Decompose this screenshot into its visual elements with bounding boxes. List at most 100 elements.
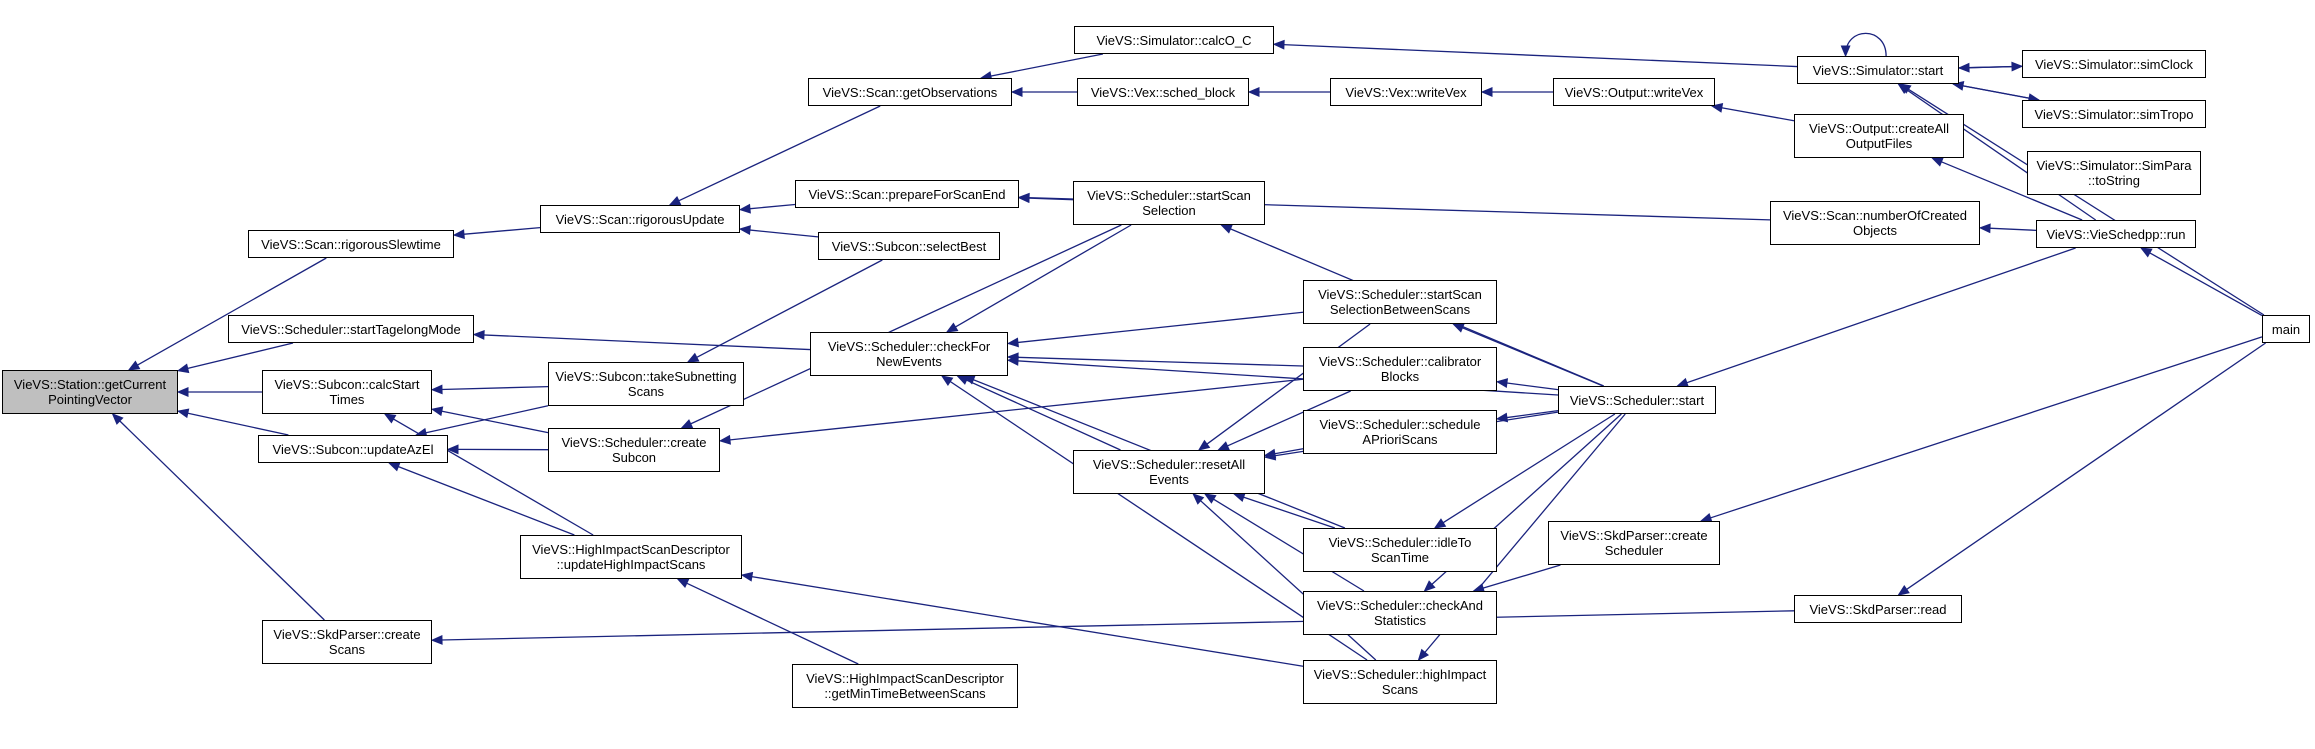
edge-6 [482, 334, 811, 351]
edge-arrowhead-19 [718, 434, 731, 445]
node-calc-start-times[interactable]: VieVS::Subcon::calcStart Times [262, 370, 432, 414]
edge-5 [462, 227, 541, 235]
node-idle-to[interactable]: VieVS::Scheduler::idleTo ScanTime [1303, 528, 1497, 572]
node-prepare-for-scan-end[interactable]: VieVS::Scan::prepareForScanEnd [795, 180, 1019, 208]
edge-arrowhead-54 [1897, 584, 1910, 596]
node-schedule-apriori[interactable]: VieVS::Scheduler::schedule APrioriScans [1303, 410, 1497, 454]
node-number-of-created[interactable]: VieVS::Scan::numberOfCreated Objects [1770, 201, 1980, 245]
edge-arrowhead-55 [1840, 45, 1851, 58]
edge-arrowhead-57 [1897, 83, 1910, 95]
node-write-vex[interactable]: VieVS::Vex::writeVex [1330, 78, 1482, 106]
edge-arrowhead-1 [176, 363, 190, 374]
edge-arrowhead-31 [940, 375, 954, 386]
node-output-write-vex[interactable]: VieVS::Output::writeVex [1553, 78, 1715, 106]
node-rigorous-update[interactable]: VieVS::Scan::rigorousUpdate [540, 205, 740, 233]
edge-arrowhead-12 [387, 462, 401, 472]
edge-26 [954, 224, 1132, 329]
node-skd-read[interactable]: VieVS::SkdParser::read [1794, 595, 1962, 623]
edge-arrowhead-14 [668, 196, 682, 206]
edge-arrowhead-0 [127, 360, 141, 371]
edge-arrowhead-38 [1192, 493, 1205, 505]
node-create-all-output-files[interactable]: VieVS::Output::createAll OutputFiles [1794, 114, 1964, 158]
node-check-for-new-events[interactable]: VieVS::Scheduler::checkFor NewEvents [810, 332, 1008, 376]
edge-10 [424, 405, 549, 434]
node-update-az-el[interactable]: VieVS::Subcon::updateAzEl [258, 435, 448, 463]
edge-22 [989, 53, 1104, 77]
edge-arrowhead-33 [1197, 439, 1211, 451]
edge-33 [1205, 323, 1371, 446]
edge-64 [2148, 251, 2263, 317]
node-get-min-time[interactable]: VieVS::HighImpactScanDescriptor ::getMin… [792, 664, 1018, 708]
node-sim-para-to-string[interactable]: VieVS::Simulator::SimPara ::toString [2027, 151, 2201, 195]
node-skd-create-scheduler[interactable]: VieVS::SkdParser::create Scheduler [1548, 521, 1720, 565]
edge-45 [1505, 410, 1559, 419]
edge-18 [689, 224, 1122, 425]
node-update-high-impact[interactable]: VieVS::HighImpactScanDescriptor ::update… [520, 535, 742, 579]
node-simulator-start[interactable]: VieVS::Simulator::start [1797, 56, 1959, 84]
edge-arrowhead-18 [680, 419, 694, 429]
edge-arrowhead-2 [176, 387, 189, 397]
edge-arrowhead-21 [740, 571, 754, 582]
edge-arrowhead-8 [430, 406, 444, 417]
edge-20 [685, 582, 859, 665]
edge-15 [748, 203, 796, 210]
node-calc-o--c[interactable]: VieVS::Simulator::calcO_C [1074, 26, 1274, 54]
edge-38 [1199, 499, 1377, 661]
edge-arrowhead-27 [1006, 337, 1019, 348]
edge-52 [1481, 564, 1561, 590]
edge-35 [1273, 448, 1304, 455]
node-sim-tropo[interactable]: VieVS::Simulator::simTropo [2022, 100, 2206, 128]
edge-arrowhead-32 [1006, 355, 1019, 366]
node-get-observations[interactable]: VieVS::Scan::getObservations [808, 78, 1012, 106]
node-start-scan-selection[interactable]: VieVS::Scheduler::startScan Selection [1073, 181, 1265, 225]
node-high-impact-scans[interactable]: VieVS::Scheduler::highImpact Scans [1303, 660, 1497, 704]
edge-43 [1461, 326, 1604, 387]
node-start-scan-between[interactable]: VieVS::Scheduler::startScan SelectionBet… [1303, 280, 1497, 324]
node-sched-block[interactable]: VieVS::Vex::sched_block [1077, 78, 1249, 106]
edge-37 [1212, 498, 1365, 592]
edge-arrowhead-15 [738, 203, 751, 214]
node-take-subnetting[interactable]: VieVS::Subcon::takeSubnetting Scans [548, 362, 744, 406]
node-create-subcon[interactable]: VieVS::Scheduler::create Subcon [548, 428, 720, 472]
edge-arrowhead-16 [738, 225, 751, 236]
edge-arrowhead-6 [472, 330, 485, 340]
node-sim-clock[interactable]: VieVS::Simulator::simClock [2022, 50, 2206, 78]
edge-arrowhead-41 [1247, 87, 1260, 97]
edge-36 [1242, 496, 1336, 529]
edge-21 [750, 575, 1304, 667]
edge-61 [1952, 83, 2031, 99]
edge-57 [1905, 88, 2097, 221]
edge-54 [1905, 342, 2266, 591]
edge-arrowhead-49 [1480, 87, 1493, 97]
edge-29 [965, 379, 1121, 451]
edge-1 [186, 342, 294, 370]
edge-34 [1226, 390, 1351, 447]
edge-arrowhead-34 [1217, 441, 1230, 451]
edge-arrowhead-46 [1433, 518, 1447, 529]
edge-63 [1988, 227, 2037, 231]
node-start-tagelong[interactable]: VieVS::Scheduler::startTagelongMode [228, 315, 474, 343]
node-root: VieVS::Station::getCurrent PointingVecto… [2, 370, 178, 414]
edge-56 [1907, 88, 2265, 316]
edge-arrowhead-4 [111, 413, 124, 425]
node-scheduler-start[interactable]: VieVS::Scheduler::start [1558, 386, 1716, 414]
node-skd-create-scans[interactable]: VieVS::SkdParser::create Scans [262, 620, 432, 664]
edge-arrowhead-20 [676, 578, 690, 588]
edge-arrowhead-47 [1423, 580, 1436, 592]
node-rigorous-slewtime[interactable]: VieVS::Scan::rigorousSlewtime [248, 230, 454, 258]
edge-arrowhead-36 [1232, 492, 1246, 503]
node-select-best[interactable]: VieVS::Subcon::selectBest [818, 232, 1000, 260]
node-main[interactable]: main [2262, 315, 2310, 343]
edge-17 [695, 259, 883, 359]
node-vie-schedpp-run[interactable]: VieVS::VieSchedpp::run [2036, 220, 2196, 248]
node-check-and-statistics[interactable]: VieVS::Scheduler::checkAnd Statistics [1303, 591, 1497, 635]
node-calibrator-blocks[interactable]: VieVS::Scheduler::calibrator Blocks [1303, 347, 1497, 391]
edge-50 [1720, 106, 1795, 122]
edge-arrowhead-7 [430, 384, 443, 395]
edge-arrowhead-13 [430, 634, 443, 645]
edge-arrowhead-48 [1417, 648, 1430, 661]
node-reset-all-events[interactable]: VieVS::Scheduler::resetAll Events [1073, 450, 1265, 494]
edge-46 [1442, 413, 1616, 524]
edge-31 [949, 380, 1368, 661]
edge-arrowhead-26 [945, 322, 959, 333]
